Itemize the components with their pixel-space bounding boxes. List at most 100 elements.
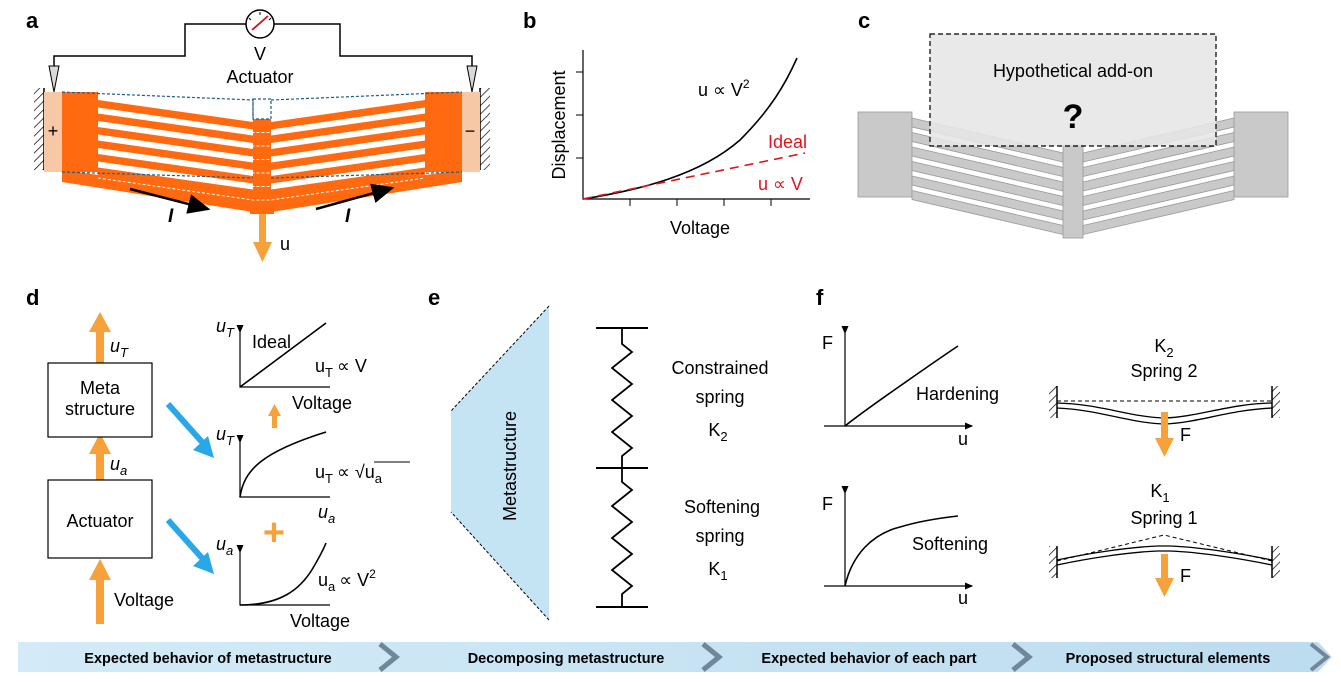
structure-shuttle xyxy=(1062,144,1084,239)
k2-label: K2 xyxy=(708,420,727,444)
metastructure-label: Metastructure xyxy=(500,411,520,521)
plot-b-xlabel: Voltage xyxy=(670,218,730,238)
spring2-force: F xyxy=(1180,425,1191,445)
hardening-curve xyxy=(844,345,959,427)
shuttle xyxy=(253,118,271,196)
panel-d-letter: d xyxy=(26,285,39,310)
spring1-beam xyxy=(1056,545,1273,561)
output-arrow-icon xyxy=(89,312,111,364)
structure-anchor-right xyxy=(1233,111,1289,198)
spring1-wall-right xyxy=(1272,546,1280,578)
current-label-left: I xyxy=(168,206,174,227)
chevron-4-icon xyxy=(1309,642,1331,672)
probe-right-icon xyxy=(466,65,478,93)
electrode-left xyxy=(44,92,62,172)
actuator-beam-right xyxy=(271,140,425,170)
meta-label-line2: structure xyxy=(65,399,135,419)
constrained-label-1: Constrained xyxy=(671,358,768,378)
spring-k1 xyxy=(610,468,634,607)
blue-arrow-lower-icon xyxy=(165,517,214,574)
plot-d-bot-law: ua∝ V2 xyxy=(318,567,376,594)
beam-gap xyxy=(97,137,426,160)
circuit-wire-right xyxy=(274,23,473,70)
actuator-beam-left xyxy=(98,127,253,157)
blue-arrow-upper-icon xyxy=(165,401,214,458)
flow-step-3: Expected behavior of each part xyxy=(761,651,976,667)
actuator-beam-right xyxy=(271,154,425,184)
chevron-3-icon xyxy=(1011,642,1033,672)
softening-label-2: spring xyxy=(695,526,744,546)
plot-d-top-law: uT∝ V xyxy=(315,356,367,380)
beam-gap xyxy=(97,177,426,201)
spring1-undeformed xyxy=(1056,534,1273,562)
displacement-label: u xyxy=(280,234,290,254)
actuator-box xyxy=(47,479,153,559)
spring1-wall-left xyxy=(1049,546,1057,578)
mid-arrow-icon xyxy=(89,433,111,498)
beam-gap xyxy=(97,150,426,174)
metastructure-box xyxy=(47,362,153,438)
meta-label-line1: Meta xyxy=(80,378,121,398)
plot-d-mid-xlabel: ua xyxy=(318,502,335,526)
output-var: uT xyxy=(110,336,129,360)
addon-box xyxy=(929,33,1217,147)
spring1-name: Spring 1 xyxy=(1130,508,1197,528)
plot-f-bot-xlabel: u xyxy=(958,588,968,608)
small-orange-arrow-icon xyxy=(268,404,281,428)
plot-b-ylabel: Displacement xyxy=(549,70,569,179)
plot-d-top-ideal: Ideal xyxy=(252,332,291,352)
actuator-bottom-beam-right xyxy=(271,170,462,212)
spring1-k: K1 xyxy=(1150,481,1169,505)
panel-a: a V Actuator + − xyxy=(26,8,490,262)
plus-icon: + xyxy=(263,512,285,554)
quadratic-law: u ∝ V2 xyxy=(698,77,750,100)
undeformed-outline xyxy=(61,91,463,179)
panel-a-letter: a xyxy=(26,8,39,33)
plot-d-top-ylabel: uT xyxy=(216,316,235,340)
plot-d-mid-curve xyxy=(239,431,327,498)
hardening-label: Hardening xyxy=(916,384,999,404)
actuator-beam-left xyxy=(98,154,253,184)
plot-d-top-curve xyxy=(239,322,327,388)
panel-f: f F u Hardening F u Softening K2 Spring … xyxy=(816,285,1280,608)
current-arrow-right xyxy=(315,183,395,211)
plot-d-bot-axes xyxy=(236,544,330,606)
panel-d: d uT ua Meta structure Actuator Voltage xyxy=(26,285,410,631)
panel-e: e Metastructure Constrained spring K2 So… xyxy=(428,285,769,621)
actuator-beam-right xyxy=(271,113,425,143)
spring2-wall-right xyxy=(1272,386,1280,418)
spring-k2 xyxy=(610,328,634,468)
panel-b: b Displacement Voltage u ∝ V2 Ideal u ∝ … xyxy=(523,8,810,238)
voltmeter-icon xyxy=(245,9,275,39)
plot-d-mid-ylabel: uT xyxy=(216,424,235,448)
beam-gap xyxy=(97,110,426,133)
displacement-arrow-icon xyxy=(253,214,272,262)
shuttle-foot xyxy=(250,192,274,214)
plot-d-bot-ylabel: ua xyxy=(216,534,233,558)
flow-step-1: Expected behavior of metastructure xyxy=(84,651,331,667)
input-voltage-label: Voltage xyxy=(114,590,174,610)
meter-symbol: V xyxy=(254,44,266,64)
force-arrow-1-icon xyxy=(1155,554,1174,597)
actuator-beam-right xyxy=(271,127,425,157)
metastructure-trapezoid xyxy=(451,306,549,620)
flow-step-4: Proposed structural elements xyxy=(1066,651,1271,667)
spring1-force: F xyxy=(1180,566,1191,586)
circuit-wire xyxy=(53,23,246,70)
plot-d-mid-law: uT∝ √ua xyxy=(315,462,383,486)
spring-stack xyxy=(596,327,648,608)
softening-label-1: Softening xyxy=(684,497,760,517)
chevron-2-icon xyxy=(701,642,723,672)
addon-question-mark: ? xyxy=(1063,98,1084,136)
softening-curve xyxy=(844,515,959,587)
panel-c: c Hypothetical add-on ? xyxy=(857,8,1289,239)
ideal-line xyxy=(582,152,806,200)
flow-step-2: Decomposing metastructure xyxy=(468,651,665,667)
input-arrow-icon xyxy=(89,559,111,624)
shuttle-ghost xyxy=(252,98,272,120)
actuator-beam-left xyxy=(98,100,253,130)
probe-left-icon xyxy=(48,65,60,93)
anchor-left xyxy=(62,92,98,172)
force-arrow-2-icon xyxy=(1155,412,1174,457)
wall-right xyxy=(480,88,490,170)
